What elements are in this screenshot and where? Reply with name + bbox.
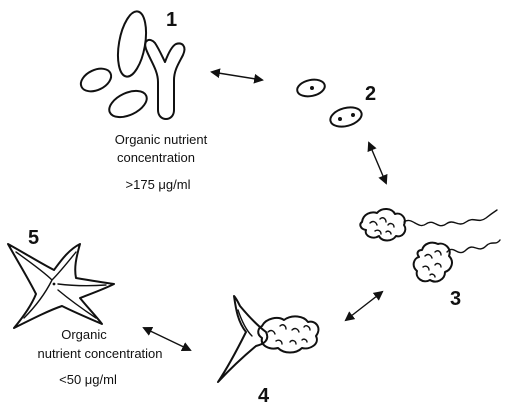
low-nutrient-caption-line-2: nutrient concentration [37, 346, 162, 361]
high-nutrient-caption-line-1: Organic nutrient [115, 132, 208, 147]
high-nutrient-caption-line-3: >175 μg/ml [126, 177, 191, 192]
stage-4-cell [218, 296, 318, 382]
stage-1-small-oval-cell [77, 64, 114, 96]
stage-2-lower-nucleus-a [338, 117, 342, 121]
stage-1-y-shaped-cell [145, 40, 184, 119]
stage-3-upper-cell-body [360, 209, 405, 241]
low-nutrient-caption-line-1: Organic [61, 327, 107, 342]
stage-2-lower-nucleus-b [351, 113, 355, 117]
stage-3-lower-cell-texture [423, 251, 441, 277]
stage-3-cells [360, 209, 500, 282]
high-nutrient-caption-line-2: concentration [117, 150, 195, 165]
stage-3-lower-flagellum [447, 240, 500, 253]
stage-5-number: 5 [28, 227, 39, 249]
low-nutrient-caption-line-3: <50 μg/ml [59, 372, 117, 387]
arrow-stage-2-to-3 [369, 143, 386, 183]
stage-3-number: 3 [450, 288, 461, 310]
stage-2-lower-cell [328, 104, 364, 130]
stage-5-center-dot [53, 283, 56, 286]
stage-2-cells [296, 77, 364, 130]
stage-3-lower-cell-body [414, 243, 452, 282]
stage-4-amoeboid-texture [268, 325, 310, 344]
stage-1-medium-oval-cell [105, 86, 151, 123]
stage-3-upper-flagellum [404, 210, 497, 226]
arrow-stage-3-to-4 [346, 292, 382, 320]
stage-4-number: 4 [258, 385, 270, 407]
stage-4-spiny-body [218, 296, 267, 382]
stage-2-upper-nucleus [310, 86, 314, 90]
high-nutrient-caption: Organic nutrient concentration >175 μg/m… [115, 132, 208, 192]
stage-3-upper-cell-texture [370, 218, 394, 234]
arrow-stage-1-to-2 [212, 72, 262, 80]
low-nutrient-caption: Organic nutrient concentration <50 μg/ml [37, 327, 162, 387]
stage-1-number: 1 [166, 9, 177, 31]
stage-5-star-cell [8, 244, 114, 328]
stage-2-number: 2 [365, 83, 376, 105]
